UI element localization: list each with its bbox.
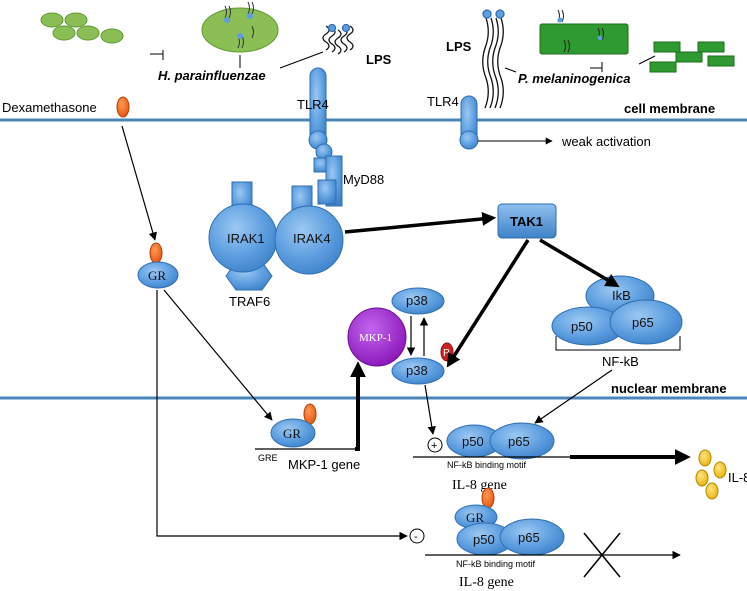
h-parainfluenzae-label: H. parainfluenzae: [158, 68, 266, 83]
nuclear-membrane-label: nuclear membrane: [611, 381, 727, 396]
irak4-to-tak1-arrow: [344, 211, 497, 234]
dex-on-gr-nuc-molecule: [303, 403, 317, 425]
plus-sign: +: [431, 440, 437, 452]
mkp1-label: MKP-1: [359, 332, 392, 344]
h-parainfluenzae-bacteria-icon: [40, 1, 279, 53]
p38-top-label: p38: [406, 293, 428, 308]
tlr4-right-receptor: [459, 95, 479, 150]
p38-bottom-label: p38: [406, 363, 428, 378]
tlr4-right-label: TLR4: [427, 94, 459, 109]
plus-circle: [427, 437, 443, 453]
gr-nuc-label: GR: [283, 426, 301, 441]
nfkb-to-nucleus-arrow: [534, 369, 613, 424]
p-melaninogenica-bacteria-icon: [539, 9, 735, 73]
nfkb-bracket: [555, 336, 681, 351]
lps-right-icon: [482, 9, 505, 109]
p50-complex-label: p50: [473, 532, 495, 547]
il8-gene-label-2: IL-8 gene: [459, 575, 514, 590]
myd88-protein: [313, 143, 343, 207]
cell-membrane-label: cell membrane: [624, 101, 715, 116]
block-cross-icon: [583, 532, 621, 578]
gr-nuc-protein: [270, 418, 316, 448]
mkp1-protein: [347, 307, 407, 367]
p65-nuc-protein: [489, 422, 555, 460]
weak-activation-label: weak activation: [561, 134, 651, 149]
lps-right-label: LPS: [446, 39, 472, 54]
tak1-protein: [497, 203, 557, 239]
tlr4-left-label: TLR4: [297, 97, 329, 112]
dex-on-gr-molecule: [149, 242, 163, 264]
irak4-protein: [274, 205, 344, 275]
gr-cyto-label: GR: [148, 268, 166, 283]
nfkb-cytoplasm-complex: [551, 275, 683, 346]
p38-to-plus-arrow: [424, 384, 436, 435]
lps-left-icon: [322, 23, 354, 55]
tlr4-left-receptor: [308, 67, 328, 150]
p50-cyto-label: p50: [571, 319, 593, 334]
irak4-label: IRAK4: [293, 231, 331, 246]
dexamethasone-molecule: [116, 96, 130, 118]
p-melaninogenica-label: P. melaninogenica: [518, 71, 630, 86]
myd88-label: MyD88: [343, 172, 384, 187]
gr-to-nucleus-arrow: [163, 289, 273, 421]
phospho-badge-label: P: [443, 348, 450, 359]
tak1-to-p38-arrow: [446, 239, 530, 368]
p65-complex-label: p65: [518, 530, 540, 545]
gr-to-repression-arrow: [156, 290, 408, 541]
il8-label: IL-8: [728, 470, 747, 485]
nfkb-motif-label-2: NF-kB binding motif: [456, 559, 536, 569]
dex-on-gr-complex-molecule: [481, 487, 495, 509]
gr-complex-label: GR: [466, 510, 484, 525]
traf6-label: TRAF6: [229, 294, 270, 309]
dexamethasone-label: Dexamethasone: [2, 100, 97, 115]
ikb-label: IkB: [612, 288, 631, 303]
gr-cyto-protein: [137, 261, 179, 289]
p65-nuc-label: p65: [508, 434, 530, 449]
irak-complex: [208, 181, 344, 291]
il8-molecules: [695, 449, 727, 500]
minus-sign: -: [414, 531, 418, 543]
lps-left-label: LPS: [366, 52, 392, 67]
p38-top-protein: [391, 287, 445, 315]
mkp1-gene-label: MKP-1 gene: [288, 457, 360, 472]
tak1-to-nfkb-arrow: [539, 238, 620, 288]
tak1-label: TAK1: [510, 214, 543, 229]
dex-to-gr-arrow: [121, 125, 157, 241]
nfkb-motif-label-1: NF-kB binding motif: [447, 460, 527, 470]
mkp1-gene-to-mkp1-arrow: [350, 361, 366, 451]
irak1-label: IRAK1: [227, 231, 265, 246]
gre-label: GRE: [258, 453, 278, 463]
p65-cyto-label: p65: [632, 315, 654, 330]
il8-gene-label-1: IL-8 gene: [452, 478, 507, 493]
p38-bottom-protein: [391, 357, 445, 385]
nfkb-label: NF-kB: [602, 354, 639, 369]
p50-nuc-label: p50: [462, 434, 484, 449]
minus-circle: [409, 528, 425, 544]
